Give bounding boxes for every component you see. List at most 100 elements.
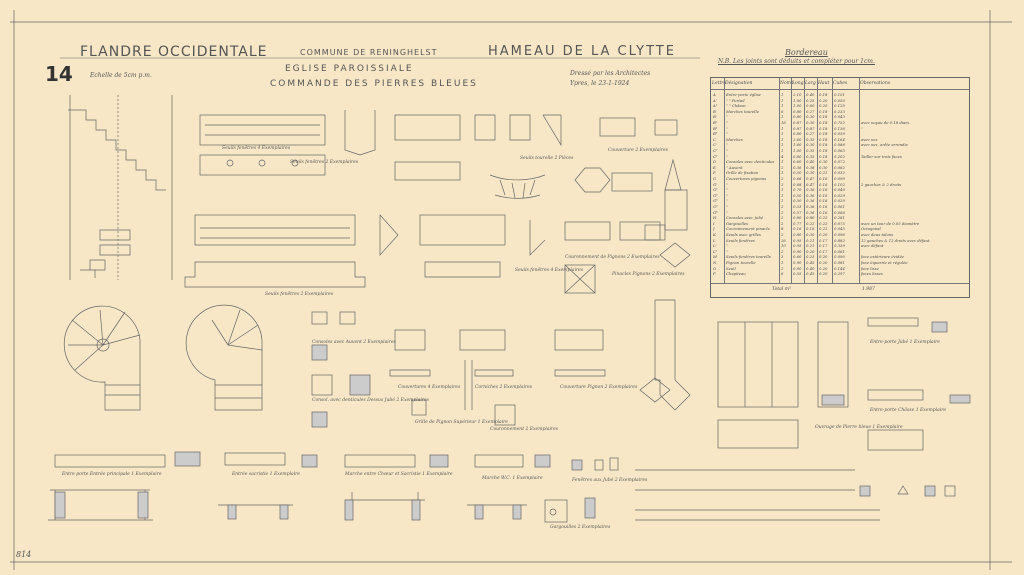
table-cell: 2.60 xyxy=(793,136,802,142)
table-cell: 0.57 xyxy=(793,209,802,215)
table-cell: 0.36 xyxy=(806,198,815,204)
table-cell: " xyxy=(726,131,728,137)
table-cell: 0.30 xyxy=(806,120,815,125)
table-cell: 0.35 xyxy=(806,148,815,153)
column-divider xyxy=(859,78,860,283)
title-commune: COMMUNE DE RENINGHELST xyxy=(300,48,438,57)
table-cell: " xyxy=(726,187,728,193)
table-cell: 0.80 xyxy=(793,114,802,120)
table-cell: 0.16 xyxy=(819,192,828,198)
drawing-caption: Grille de Pignon Supérieur 1 Exemplaire xyxy=(415,420,508,425)
table-cell: 0.151 xyxy=(834,92,845,97)
table-cell: 0.95 xyxy=(793,243,802,249)
table-total: Total m³ xyxy=(772,287,791,292)
table-cell: 0.096 xyxy=(834,232,845,237)
drawing-caption: Couvertures 4 Exemplaires xyxy=(398,385,461,390)
table-cell: 0.35 xyxy=(806,153,815,159)
table-cell: 0.22 xyxy=(806,220,815,226)
table-cell: L xyxy=(713,237,716,243)
table-cell: 0.18 xyxy=(819,148,828,153)
table-cell: 0.25 xyxy=(806,254,815,260)
table-cell: 0.043 xyxy=(834,114,845,120)
table-cell: 0.061 xyxy=(834,248,845,254)
table-cell: avec défaut xyxy=(861,243,884,249)
title-region: FLANDRE OCCIDENTALE xyxy=(80,44,268,60)
table-cell: 0.20 xyxy=(806,248,815,254)
table-cell: 0.20 xyxy=(819,232,828,237)
drawing-caption: Consol. avec denticules Dessus Jubé 2 Ex… xyxy=(312,398,429,403)
table-cell: G⁶ xyxy=(713,209,718,215)
table-cell: 0.882 xyxy=(834,237,845,243)
table-cell: 0.281 xyxy=(834,215,845,221)
place-date-label: Ypres, le 23-1-1924 xyxy=(570,80,630,87)
drawing-caption: Seuils fenêtres 4 Exemplaires xyxy=(222,146,291,151)
table-cell: 1 xyxy=(781,125,784,131)
title-hamlet: HAMEAU DE LA CLYTTE xyxy=(488,44,676,59)
table-cell: 2 xyxy=(781,181,784,187)
table-cell: 1 xyxy=(781,97,784,103)
table-cell: 0.16 xyxy=(806,226,815,232)
table-cell: 2 xyxy=(781,209,784,215)
table-cell: Seuils fenêtres xyxy=(726,237,755,243)
table-cell: 0.22 xyxy=(819,220,828,226)
table-cell: 0.16 xyxy=(819,176,828,181)
table-cell: 0.18 xyxy=(819,120,828,125)
table-cell: 0.47 xyxy=(806,176,815,181)
scale-label: Echelle de 5cm p.m. xyxy=(90,72,152,79)
column-divider xyxy=(817,78,818,283)
table-cell: 0.164 xyxy=(834,136,845,142)
table-cell: 0.80 xyxy=(806,215,815,221)
table-cell: 0.22 xyxy=(819,226,828,232)
table-cell: 2 gauches & 2 droits xyxy=(861,181,902,187)
table-cell: G xyxy=(713,176,717,181)
table-cell: 0.16 xyxy=(793,226,802,232)
table-cell: 0.90 xyxy=(793,248,802,254)
table-cell: Marches tourelle xyxy=(726,108,759,114)
table-cell: 0.50 xyxy=(793,170,802,176)
table-cell: 0.752 xyxy=(834,120,845,125)
table-cell: 0.36 xyxy=(793,164,802,170)
table-cell: " xyxy=(726,153,728,159)
table-cell: B² xyxy=(713,120,718,125)
table-cell: Couronnement pinacle xyxy=(726,226,770,232)
drawing-caption: Consoles avec Auvent 2 Exemplaires xyxy=(312,340,396,345)
table-cell: 1 xyxy=(781,131,784,137)
table-cell: avec nez, arête arrondie xyxy=(861,142,908,148)
table-cell: J xyxy=(713,226,715,232)
arch-voussoir-drawing xyxy=(489,174,546,199)
table-cell: 0.18 xyxy=(819,153,828,159)
table-cell: Consoles avec denticules xyxy=(726,159,775,165)
table-header: Lettre xyxy=(712,81,727,86)
table-cell: 0.066 xyxy=(834,209,845,215)
drawing-caption: Couronnement 2 Exemplaires xyxy=(490,427,559,432)
table-cell: O xyxy=(713,265,717,271)
table-cell: 0.21 xyxy=(806,243,815,249)
table-cell: 1 xyxy=(781,187,784,193)
table-cell: 16 xyxy=(781,120,786,125)
table-cell: 0.20 xyxy=(819,260,828,265)
table-cell: C xyxy=(713,136,716,142)
table-cell: 0.60 xyxy=(793,159,802,165)
table-cell: B⁴ xyxy=(713,131,718,137)
table-cell: Gargouilles xyxy=(726,220,749,226)
table-cell: 0.16 xyxy=(819,204,828,209)
table-cell: 0.16 xyxy=(819,187,828,193)
table-cell: 0.87 xyxy=(793,125,802,131)
table-cell: 0.80 xyxy=(793,131,802,137)
table-cell: 2 xyxy=(781,176,784,181)
drawing-caption: Seuils tourelle 2 Pièces xyxy=(520,156,574,161)
table-cell: 2 xyxy=(781,204,784,209)
table-cell: " xyxy=(726,142,728,148)
table-cell: 1.60 xyxy=(793,142,802,148)
table-cell: 0.18 xyxy=(819,131,828,137)
table-cell: 1 xyxy=(781,198,784,204)
